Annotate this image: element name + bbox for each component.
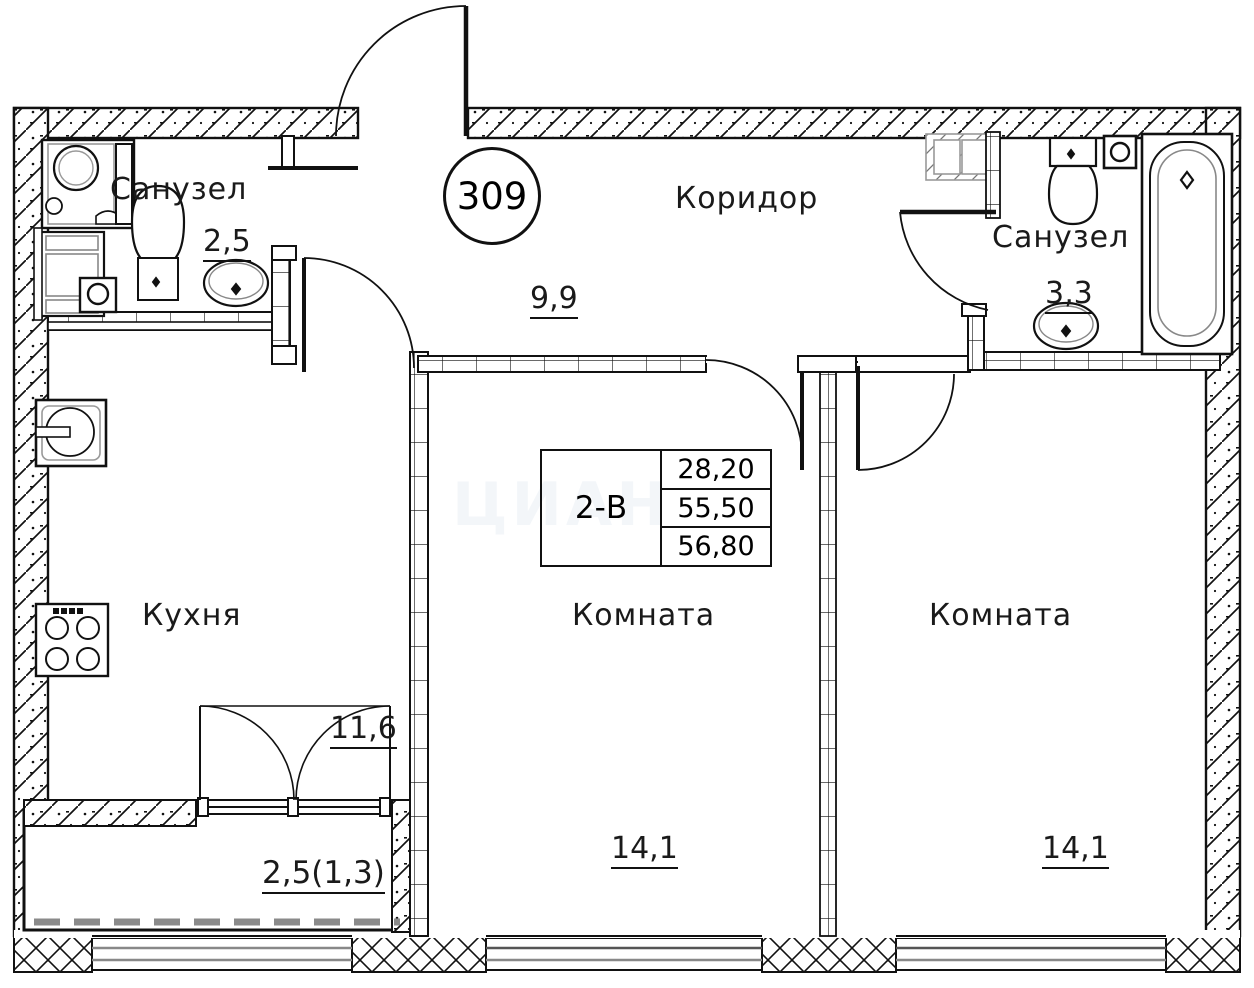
area-apartment-total: 55,50	[662, 490, 770, 529]
window-bottom-2	[485, 937, 763, 971]
partition-room-left-top	[417, 355, 707, 373]
kitchen-sink	[34, 398, 108, 468]
exterior-wall-bottom	[13, 930, 1241, 973]
area-label-room-right: 14,1	[1042, 831, 1109, 869]
door-kitchen-balcony	[199, 705, 391, 801]
area-label-bath-right: 3,3	[1045, 276, 1093, 314]
room-label-kitchen: Кухня	[142, 598, 242, 633]
room-label-corridor: Коридор	[675, 181, 819, 216]
bath-left-floor-drain	[78, 276, 118, 314]
door-entrance	[268, 5, 469, 170]
room-label-bath-left: Санузел	[110, 172, 248, 207]
area-label-kitchen: 11,6	[330, 711, 397, 749]
window-bottom-3	[895, 937, 1167, 971]
balcony	[22, 799, 413, 933]
area-label-bath-left: 2,5	[203, 224, 251, 262]
room-label-room-left: Комната	[572, 598, 716, 633]
exterior-wall-top-right	[466, 106, 1242, 140]
door-room-left	[705, 357, 804, 470]
partition-room-right-top	[855, 355, 971, 373]
toilet-right	[1047, 136, 1099, 226]
door-bath-left	[302, 257, 415, 372]
area-label-corridor: 9,9	[530, 281, 578, 319]
bathtub	[1140, 132, 1234, 356]
partition-kitchen-vertical	[409, 351, 429, 937]
kitchen-stove	[34, 602, 110, 678]
partition-between-rooms	[797, 355, 859, 937]
area-label-room-left: 14,1	[611, 831, 678, 869]
sink-right	[1032, 301, 1100, 351]
door-room-right	[856, 366, 955, 471]
window-bottom-1	[91, 937, 353, 971]
ventilation-duct	[925, 131, 1001, 219]
balcony-door-threshold	[195, 797, 393, 817]
area-living-total: 28,20	[662, 451, 770, 490]
toilet-left	[130, 184, 186, 301]
door-bath-right	[899, 209, 996, 311]
room-label-room-right: Комната	[929, 598, 1073, 633]
area-label-balcony: 2,5(1,3)	[262, 855, 385, 894]
watermark: ЦИАН	[452, 470, 671, 540]
wall-bath-left-right	[271, 245, 297, 365]
area-with-balcony: 56,80	[677, 531, 755, 563]
apartment-type-area-table: 2-В 28,20 55,50 56,80	[540, 449, 772, 567]
bath-right-fixture	[1102, 134, 1138, 170]
exterior-wall-top-left	[12, 106, 360, 140]
apartment-number-badge: 309	[443, 147, 541, 245]
sink-left	[202, 258, 270, 308]
wall-bath-left-bottom	[47, 311, 285, 331]
areas-column: 28,20 55,50 56,80	[660, 451, 770, 565]
apartment-type-label: 2-В	[574, 490, 628, 526]
room-label-bath-right: Санузел	[992, 220, 1130, 255]
washing-machine	[40, 138, 136, 230]
apartment-number-text: 309	[456, 174, 528, 218]
